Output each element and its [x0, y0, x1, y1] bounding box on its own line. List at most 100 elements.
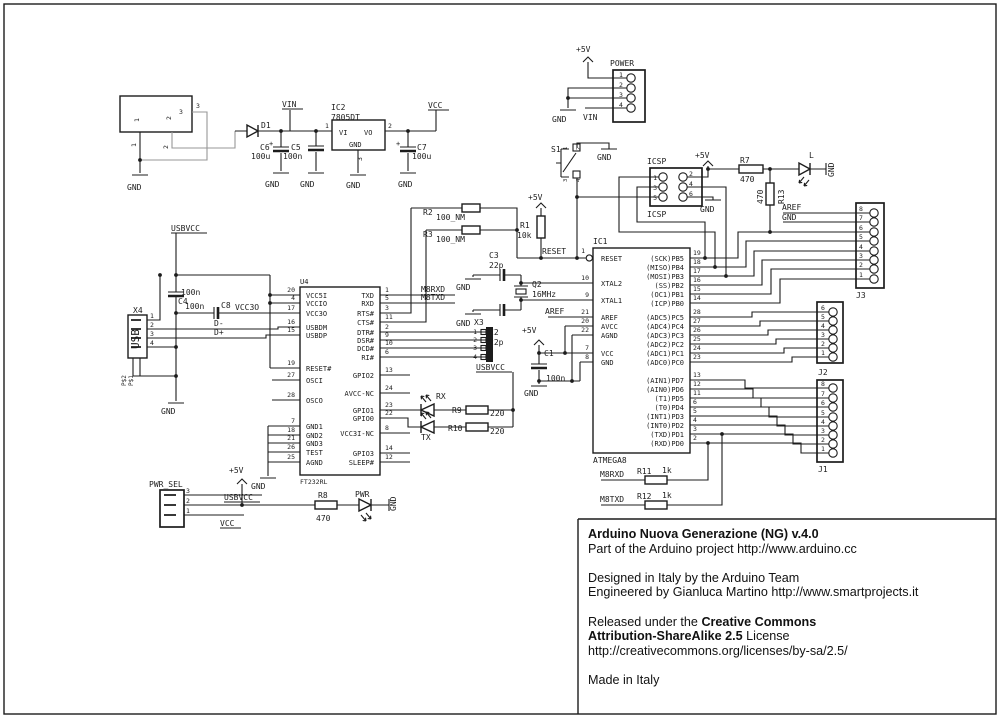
pin-num: 1	[385, 286, 389, 294]
x4-pin4: 4	[150, 339, 154, 347]
junction-dot	[563, 351, 567, 355]
gnd-label: GND	[827, 162, 836, 177]
icsp-title: ICSP	[647, 210, 666, 219]
r7-val: 470	[740, 175, 755, 184]
pwrsel-pin3: 3	[186, 487, 190, 495]
c7-ref: C7	[417, 143, 427, 152]
info-line: Made in Italy	[588, 673, 990, 688]
power-pin4: 4	[619, 101, 623, 109]
info-text: Arduino Nuova Generazione (NG) v.4.0	[588, 527, 819, 541]
u4-osci: OSCI	[306, 377, 323, 385]
pin-num: 17	[287, 304, 295, 312]
info-text: Engineered by Gianluca Martino http://ww…	[588, 585, 919, 600]
s1-ref: S1	[551, 145, 561, 154]
junction-dot	[174, 311, 178, 315]
pin-num: 3	[385, 304, 389, 312]
ic2-val: 7805DT	[331, 113, 360, 122]
jack-pad-2: 2	[162, 145, 170, 149]
pin-num: 10	[581, 274, 589, 282]
c6-plus: +	[269, 140, 273, 148]
x4-pin2: 2	[150, 321, 154, 329]
junction-dot	[570, 379, 574, 383]
info-text: Designed in Italy by the Arduino Team	[588, 570, 800, 585]
m8rxd-net: M8RXD	[421, 285, 445, 294]
x4-pin3: 3	[150, 330, 154, 338]
m8txd-net: M8TXD	[600, 495, 624, 504]
pin-num: 6	[693, 398, 697, 406]
pin-num: 9	[585, 291, 589, 299]
ic2-pin2: 2	[388, 122, 392, 130]
dplus-net: D+	[214, 328, 224, 337]
gnd-label: GND	[456, 319, 471, 328]
vin-net: VIN	[583, 113, 598, 122]
ic1-pd1: (TXD)PD1	[650, 431, 684, 439]
pin-num: 28	[287, 391, 295, 399]
m8txd-net: M8TXD	[421, 293, 445, 302]
r10-val: 220	[490, 427, 505, 436]
junction-dot	[268, 293, 272, 297]
x3-pin4: 4	[473, 353, 477, 361]
info-line: http://creativecommons.org/licenses/by-s…	[588, 644, 990, 659]
junction-dot	[240, 503, 244, 507]
r3-ref: R3	[423, 230, 433, 239]
power-pin2: 2	[619, 81, 623, 89]
led-l	[798, 161, 812, 177]
junction-dot	[724, 274, 728, 278]
j1-pin4: 4	[821, 418, 825, 426]
junction-dot	[519, 281, 523, 285]
c6-val: 100u	[251, 152, 270, 161]
gnd-label: GND	[524, 389, 539, 398]
ic1-avcc: AVCC	[601, 323, 618, 331]
pin-num: 11	[385, 313, 393, 321]
j2-connector	[690, 301, 844, 364]
j3-pin7: 7	[859, 214, 863, 222]
r3-resistor	[461, 225, 481, 235]
led-l-ref: L	[809, 151, 814, 160]
u4-usbdp: USBDP	[306, 332, 327, 340]
r1-val: 10k	[517, 231, 532, 240]
s1-pin3: 3	[563, 179, 569, 182]
ic2-vi: VI	[339, 129, 347, 137]
c7-val: 100u	[412, 152, 431, 161]
pin-num: 16	[287, 318, 295, 326]
pin-num: 18	[287, 426, 295, 434]
ic2-gnd: GND	[349, 141, 362, 149]
ic2-ref: IC2	[331, 103, 346, 112]
info-text: License	[742, 629, 790, 644]
pin-num: 19	[693, 249, 701, 257]
ic1-pd6: (AIN0)PD6	[646, 386, 684, 394]
c2-val: 22p	[489, 338, 504, 347]
junction-dot	[519, 298, 523, 302]
ic1-pd4: (T0)PD4	[654, 404, 684, 412]
pwrsel-title: PWR_SEL	[149, 480, 183, 489]
pin-num: 3	[693, 425, 697, 433]
p5v-net: +5V	[528, 193, 543, 202]
gnd-label: GND	[161, 407, 176, 416]
r12-resistor	[644, 500, 668, 510]
pin-num: 21	[287, 434, 295, 442]
junction-dot	[279, 129, 283, 133]
page-border	[3, 3, 997, 715]
jack-pin-3: 3	[179, 108, 183, 116]
u4-cts: CTS#	[357, 319, 375, 327]
junction-dot	[174, 273, 178, 277]
ic1-pc1: (ADC1)PC1	[646, 350, 684, 358]
icsp-pin4: 4	[689, 180, 693, 188]
jack-pad-3: 3	[196, 102, 200, 110]
ic1-pc0: (ADC0)PC0	[646, 359, 684, 367]
vin-net: VIN	[282, 100, 297, 109]
pin-num: 5	[693, 407, 697, 415]
ic1-pb0: (ICP)PB0	[650, 300, 684, 308]
pin-num: 7	[585, 344, 589, 352]
u4-avccnc: AVCC-NC	[344, 390, 374, 398]
info-text: http://creativecommons.org/licenses/by-s…	[588, 643, 848, 658]
u4-rts: RTS#	[357, 310, 375, 318]
info-text: Made in Italy	[588, 672, 660, 687]
r8-resistor	[314, 500, 338, 510]
info-line: Attribution-ShareAlike 2.5 License	[588, 629, 990, 644]
pin-num: 26	[287, 443, 295, 451]
r8-ref: R8	[318, 491, 328, 500]
